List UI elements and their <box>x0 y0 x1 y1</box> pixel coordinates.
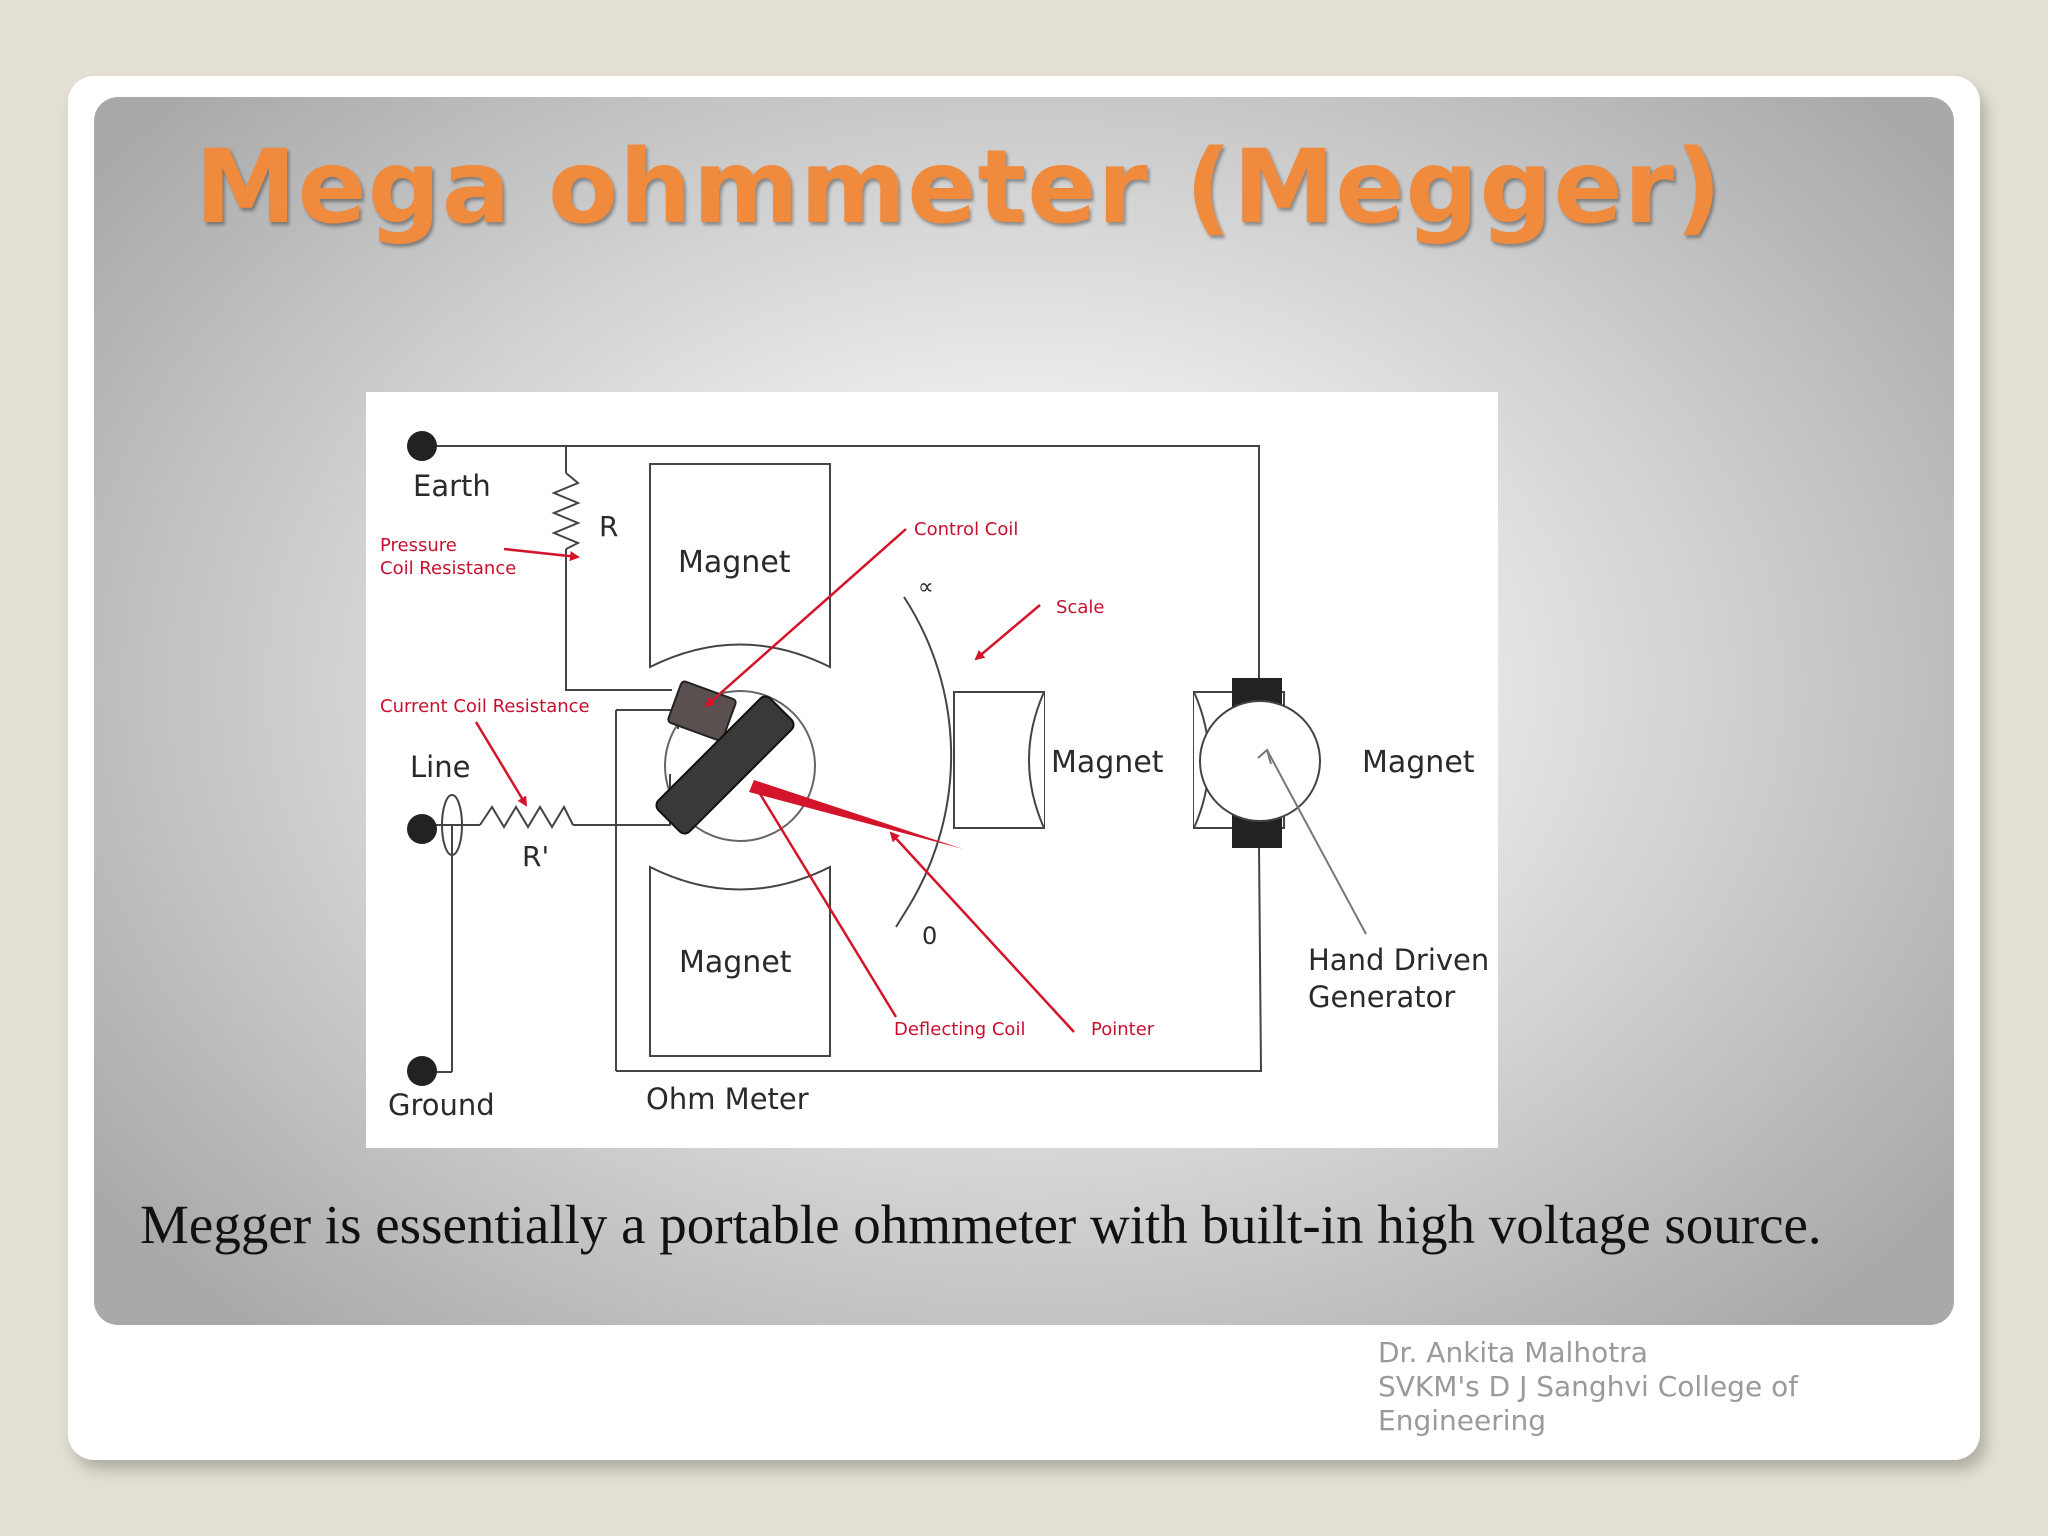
earth-label: Earth <box>413 469 491 503</box>
slide-title: Mega ohmmeter (Megger) <box>195 128 1723 247</box>
hand-driven-label: Hand Driven <box>1308 943 1489 977</box>
control-coil-label: Control Coil <box>914 519 1018 540</box>
moving-coil-core <box>664 690 816 842</box>
infinity-mark: ∝ <box>918 575 934 600</box>
footer-institution-cont: Engineering <box>1378 1404 1546 1437</box>
ohm-meter-label: Ohm Meter <box>646 1082 809 1116</box>
circuit-wires <box>418 445 1263 1073</box>
deflecting-coil-label: Deflecting Coil <box>894 1019 1025 1040</box>
magnet-bottom <box>649 865 831 1057</box>
magnet-top-label: Magnet <box>678 545 791 580</box>
earth-terminal <box>407 431 437 461</box>
footer-institution: SVKM's D J Sanghvi College of <box>1378 1370 1799 1403</box>
line-terminal <box>407 814 437 844</box>
r-prime-label: R' <box>522 840 549 873</box>
zero-mark: 0 <box>922 922 937 950</box>
footer-author: Dr. Ankita Malhotra <box>1378 1336 1648 1369</box>
line-label: Line <box>410 750 470 784</box>
pressure-label: Pressure <box>380 535 457 556</box>
pointer-label: Pointer <box>1091 1019 1155 1040</box>
ground-terminal <box>407 1056 437 1086</box>
generator-label: Generator <box>1308 980 1455 1014</box>
slide-caption: Megger is essentially a portable ohmmete… <box>140 1194 1822 1255</box>
magnet-bottom-label: Magnet <box>679 945 792 980</box>
current-coil-resistance-label: Current Coil Resistance <box>380 696 590 717</box>
megger-diagram: Earth R Line R' Ground Magnet Magnet Mag… <box>366 392 1498 1148</box>
coil-resistance-label: Coil Resistance <box>380 558 516 579</box>
footer-credit: Dr. Ankita Malhotra SVKM's D J Sanghvi C… <box>1378 1336 1798 1438</box>
magnet-top <box>649 463 831 669</box>
deflecting-coil <box>655 695 795 835</box>
scale-label: Scale <box>1056 597 1104 618</box>
pointer <box>749 780 963 849</box>
callout-arrows <box>474 528 1075 1033</box>
magnet-right-label: Magnet <box>1362 745 1475 780</box>
magnet-left-label: Magnet <box>1051 745 1164 780</box>
r-label: R <box>599 510 618 543</box>
hand-driven-generator <box>953 678 1367 935</box>
ground-label: Ground <box>388 1088 495 1122</box>
scale-arc <box>903 596 953 907</box>
